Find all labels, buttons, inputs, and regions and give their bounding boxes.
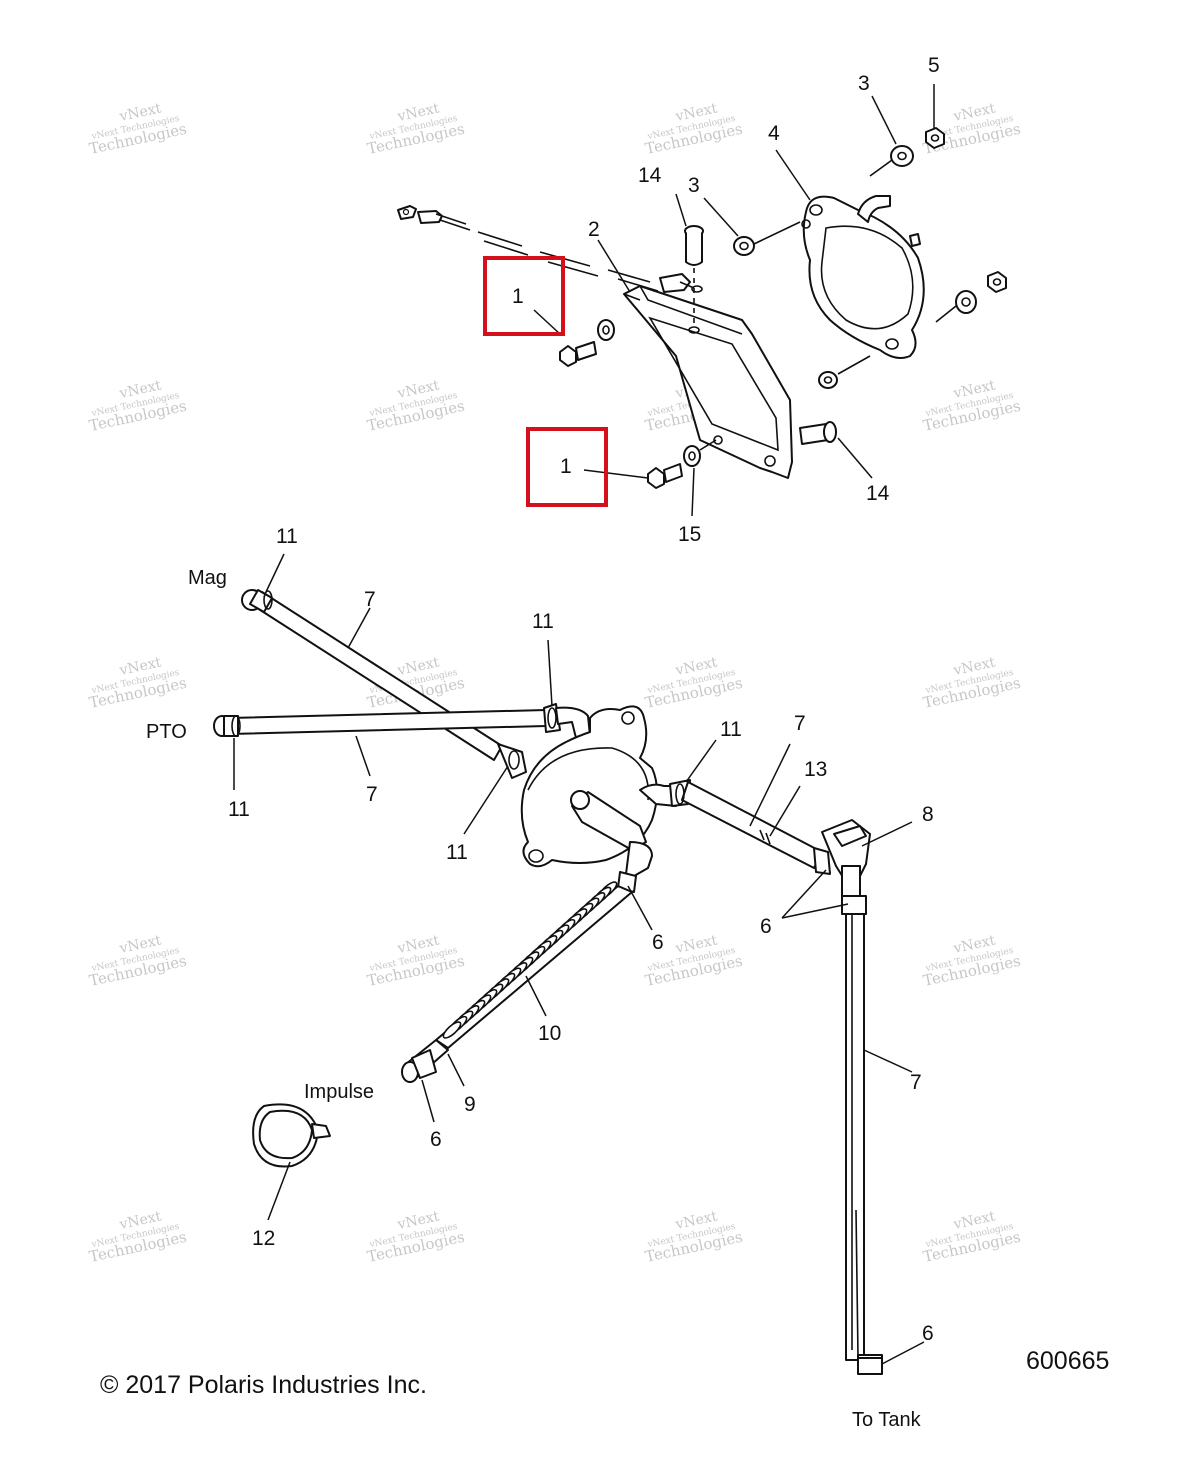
tee-fitting	[821, 819, 871, 897]
callout-9[interactable]: 9	[464, 1093, 476, 1116]
callout-1-lower[interactable]: 1	[560, 455, 572, 478]
bracket	[623, 285, 793, 479]
callout-6-tank[interactable]: 6	[922, 1322, 934, 1345]
label-impulse: Impulse	[304, 1081, 374, 1103]
pump-body	[520, 705, 658, 868]
ground-wire	[397, 205, 695, 293]
callout-14-right[interactable]: 14	[866, 482, 890, 505]
upper-assembly	[397, 84, 1007, 517]
hose-to-tank	[841, 895, 883, 1375]
hose-pto	[213, 703, 591, 739]
bolt-lower-right	[799, 421, 837, 445]
label-to-tank: To Tank	[852, 1409, 922, 1431]
leaders-upper	[533, 84, 935, 517]
label-mag: Mag	[188, 567, 227, 589]
washer-mid	[818, 355, 871, 389]
callout-3-mid[interactable]: 3	[688, 174, 700, 197]
callout-7-outlet[interactable]: 7	[794, 712, 806, 735]
callout-7-pto[interactable]: 7	[366, 783, 378, 806]
pump-cover	[801, 195, 925, 359]
callout-11-pump-top[interactable]: 11	[532, 610, 554, 633]
callout-8[interactable]: 8	[922, 803, 934, 826]
bolt-top	[684, 225, 704, 326]
callout-14-top[interactable]: 14	[638, 164, 662, 187]
washer-top-right	[869, 145, 914, 177]
hose-outlet	[639, 779, 831, 875]
callout-2[interactable]: 2	[588, 218, 600, 241]
label-pto: PTO	[146, 721, 187, 743]
callout-1-upper[interactable]: 1	[512, 285, 524, 308]
callout-11-pump-left[interactable]: 11	[446, 841, 468, 864]
callout-11-mag[interactable]: 11	[276, 525, 298, 548]
washer-upper	[733, 221, 801, 256]
callout-7-mag[interactable]: 7	[364, 588, 376, 611]
callout-10[interactable]: 10	[538, 1022, 561, 1045]
callout-labels: 1 1 2 3 3 4 5 14 14 15 11 11 11 11 11 7 …	[228, 54, 940, 1345]
washer-right	[935, 290, 977, 323]
nut-top-right	[925, 127, 945, 149]
callout-6-impulse-end[interactable]: 6	[430, 1128, 442, 1151]
callout-6-impulse-top[interactable]: 6	[652, 931, 664, 954]
highlight-box-upper	[483, 256, 565, 336]
figure-number: 600665	[1026, 1347, 1109, 1375]
nut-right	[987, 271, 1007, 293]
tag-labels: Mag PTO Impulse To Tank	[146, 567, 922, 1431]
callout-12[interactable]: 12	[252, 1227, 275, 1250]
copyright-text: © 2017 Polaris Industries Inc.	[100, 1371, 427, 1399]
hose-mag	[241, 589, 527, 779]
spring-coils	[442, 881, 618, 1039]
highlight-box-lower	[526, 427, 608, 507]
impulse-clamp	[252, 1103, 331, 1168]
callout-13[interactable]: 13	[804, 758, 827, 781]
clamp-rings	[231, 590, 685, 805]
spring-coil	[442, 1021, 462, 1039]
bolt-1-upper	[559, 319, 615, 367]
callout-15[interactable]: 15	[678, 523, 701, 546]
callout-3-top[interactable]: 3	[858, 72, 870, 95]
callout-6-tee[interactable]: 6	[760, 915, 772, 938]
bolt-1-lower	[647, 439, 717, 489]
callout-7-tank[interactable]: 7	[910, 1071, 922, 1094]
leaders-lower	[233, 553, 925, 1365]
impulse-hose	[401, 841, 653, 1083]
callout-11-outlet[interactable]: 11	[720, 718, 742, 741]
callout-4[interactable]: 4	[768, 122, 780, 145]
callout-11-pto[interactable]: 11	[228, 798, 250, 821]
callout-5[interactable]: 5	[928, 54, 940, 77]
lower-assembly	[213, 553, 925, 1375]
